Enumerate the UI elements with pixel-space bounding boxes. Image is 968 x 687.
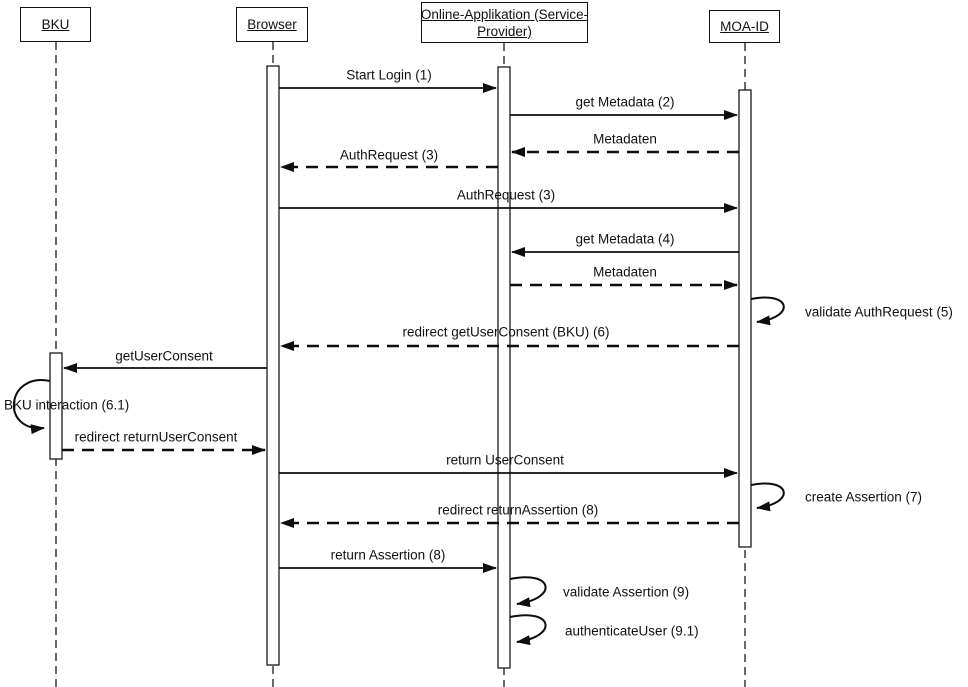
message-label-bku-interaction: BKU interaction (6.1) (4, 397, 130, 413)
arrow-bku-interaction-self-loop (12, 379, 51, 435)
message-label-redirect-returnassertion: redirect returnAssertion (8) (437, 502, 599, 518)
actor-box-bku: BKU (20, 7, 91, 42)
actor-box-moa-id: MOA-ID (709, 10, 780, 43)
message-label-authrequest-to-browser: AuthRequest (3) (339, 147, 439, 163)
activation-online-applikation (497, 66, 511, 669)
message-label-redirect-returnuserconsent: redirect returnUserConsent (74, 429, 238, 445)
actor-label-online-applikation-line2: Provider) (477, 23, 532, 39)
message-label-authrequest-to-moaid: AuthRequest (3) (456, 187, 556, 203)
message-label-validate-assertion: validate Assertion (9) (563, 584, 690, 600)
arrow-authenticateuser-self-loop (509, 614, 547, 646)
actor-label-online-applikation-line1: Online-Applikation (Service- (420, 6, 589, 22)
actor-label-browser: Browser (247, 17, 297, 32)
message-label-validate-authrequest: validate AuthRequest (5) (805, 304, 953, 320)
actor-label-bku: BKU (41, 17, 70, 32)
message-label-start-login: Start Login (1) (346, 67, 432, 83)
message-label-getuserconsent: getUserConsent (115, 348, 213, 364)
activation-bku (49, 352, 63, 460)
message-label-redirect-getuserconsent: redirect getUserConsent (BKU) (6) (402, 324, 610, 340)
arrow-create-assertion-self-loop (750, 482, 785, 512)
message-label-metadaten-1: Metadaten (593, 131, 657, 147)
actor-label-moa-id: MOA-ID (720, 19, 769, 34)
arrow-validate-assertion-self-loop (509, 576, 547, 608)
message-label-get-metadata-4: get Metadata (4) (575, 231, 675, 247)
message-label-return-assertion: return Assertion (8) (330, 547, 446, 563)
activation-moa-id (738, 89, 752, 548)
arrow-validate-authrequest-self-loop (750, 296, 785, 326)
activation-browser (266, 65, 280, 666)
message-label-authenticateuser: authenticateUser (9.1) (565, 623, 699, 639)
actor-box-online-applikation: Online-Applikation (Service- Provider) (421, 2, 588, 43)
message-label-return-userconsent: return UserConsent (446, 452, 564, 468)
actor-box-browser: Browser (236, 7, 308, 42)
message-label-metadaten-2: Metadaten (593, 264, 657, 280)
message-label-create-assertion: create Assertion (7) (805, 489, 923, 505)
message-label-get-metadata-2: get Metadata (2) (575, 94, 675, 110)
